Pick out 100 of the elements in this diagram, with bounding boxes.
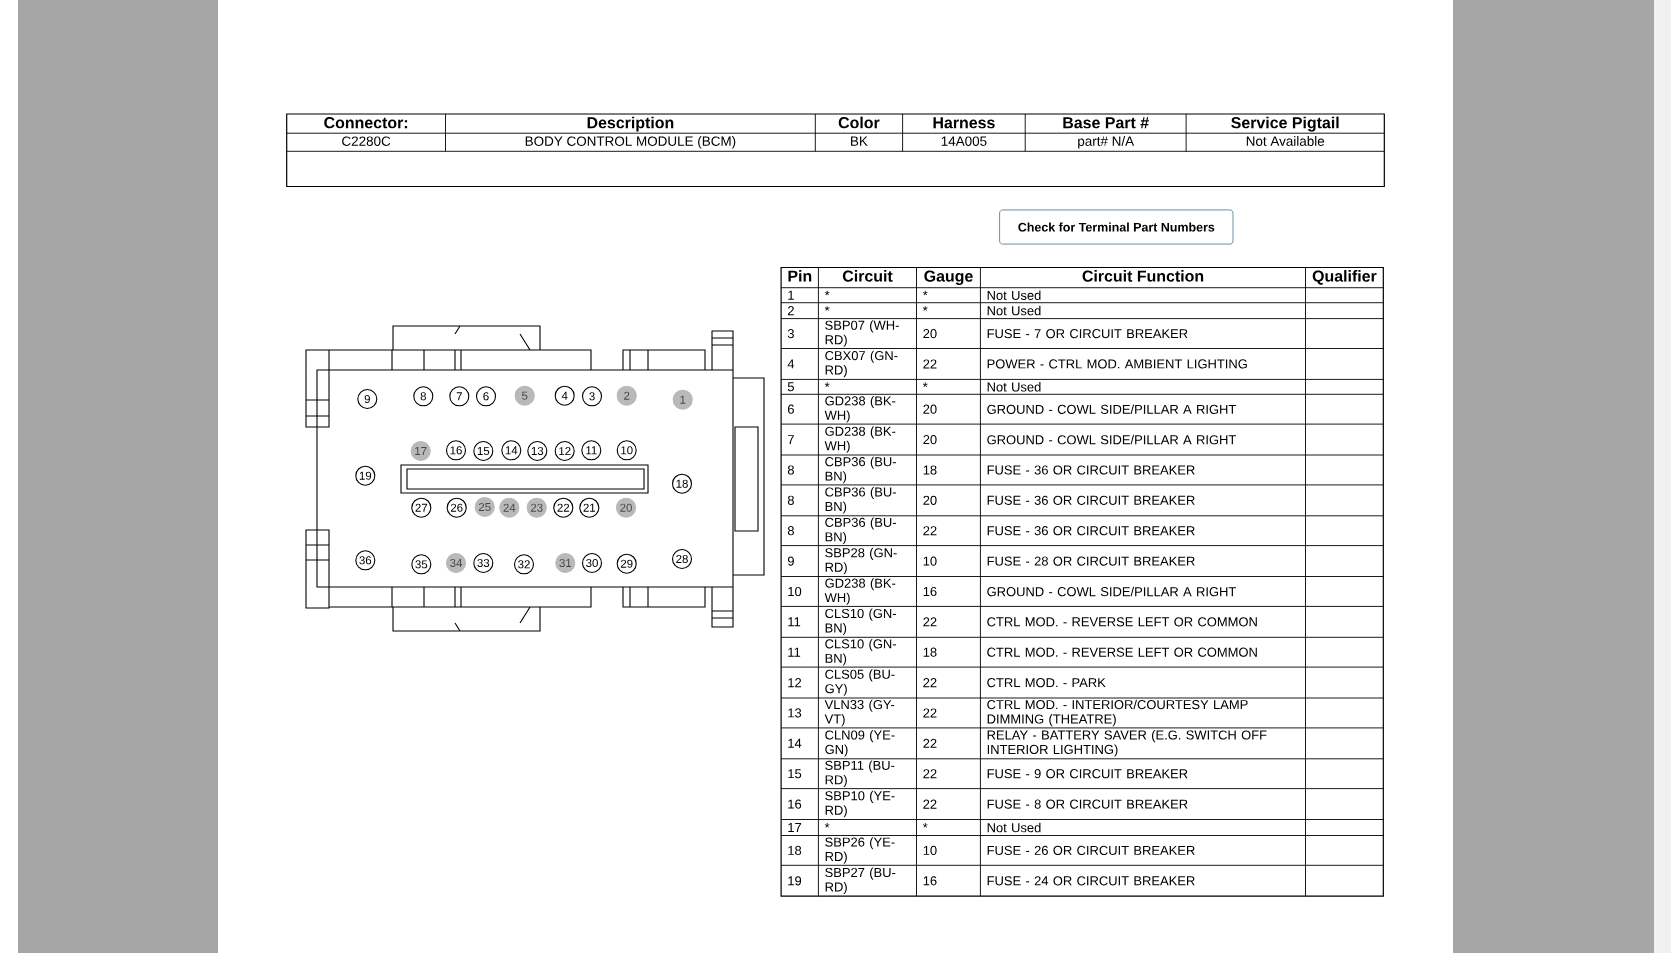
table-cell: FUSE - 36 OR CIRCUIT BREAKER — [987, 465, 1195, 475]
column-header: Circuit Function — [1082, 270, 1204, 282]
table-cell: * — [824, 306, 830, 311]
table-cell: 22 — [923, 738, 937, 748]
button: Check for Terminal Part Numbers — [999, 209, 1234, 245]
table-cell: 3 — [787, 329, 794, 339]
column-header: Service Pigtail — [1231, 116, 1339, 132]
table-cell: FUSE - 9 OR CIRCUIT BREAKER — [987, 769, 1188, 779]
table-cell: BODY CONTROL MODULE (BCM) — [525, 136, 736, 149]
table-cell: * — [922, 290, 928, 296]
table-cell: FUSE - 8 OR CIRCUIT BREAKER — [987, 799, 1188, 809]
table-cell: 10 — [923, 845, 937, 855]
column-header: Color — [838, 116, 880, 129]
table-cell: * — [824, 382, 830, 387]
table-cell: 9 — [787, 556, 794, 566]
table-cell: 13 — [788, 708, 802, 718]
table-cell: SBP26 (YE-RD) — [825, 837, 895, 864]
table-cell: CTRL MOD. - PARK — [987, 678, 1106, 688]
table-cell: 8 — [787, 495, 794, 505]
table-cell: Not Used — [987, 822, 1041, 833]
table-cell: FUSE - 28 OR CIRCUIT BREAKER — [987, 556, 1195, 566]
table-cell: part# N/A — [1078, 136, 1135, 149]
table-cell: GROUND - COWL SIDE/PILLAR A RIGHT — [987, 434, 1236, 445]
table-cell: 20 — [923, 495, 937, 505]
table-cell: 20 — [923, 404, 937, 414]
table-cell: 18 — [788, 845, 802, 855]
table-cell: C2280C — [342, 136, 391, 146]
table-cell: 22 — [923, 708, 937, 718]
table-cell: 16 — [788, 799, 802, 809]
table-cell: GROUND - COWL SIDE/PILLAR A RIGHT — [987, 404, 1236, 414]
table-cell: FUSE - 36 OR CIRCUIT BREAKER — [987, 526, 1195, 536]
table-cell: 7 — [788, 435, 794, 445]
table-cell: * — [922, 382, 928, 387]
table-cell: * — [922, 823, 928, 828]
table-cell: 22 — [923, 769, 937, 779]
table-cell: GROUND - COWL SIDE/PILLAR A RIGHT — [987, 586, 1236, 597]
table-cell: 1 — [788, 290, 794, 300]
table-cell: 22 — [923, 678, 937, 688]
table-cell: 15 — [788, 769, 802, 779]
column-header: Connector: — [324, 117, 408, 129]
table-cell: * — [824, 823, 830, 828]
table-cell: 6 — [787, 404, 794, 414]
table-cell: CLN09 (YE-GN) — [825, 730, 895, 757]
table-cell: GD238 (BK-WH) — [824, 395, 896, 423]
column-header: Harness — [933, 117, 995, 129]
table-cell: 12 — [788, 678, 802, 688]
table-cell: RELAY - BATTERY SAVER (E.G. SWITCH OFF INTERIOR LIGHTING) — [987, 730, 1267, 757]
table-cell: FUSE - 36 OR CIRCUIT BREAKER — [987, 495, 1195, 505]
table-cell: 14A005 — [941, 136, 987, 146]
table-cell: BK — [851, 136, 868, 146]
table-cell: 20 — [923, 435, 937, 445]
table-cell: 22 — [923, 359, 937, 369]
table-cell: SBP10 (YE-RD) — [825, 790, 895, 818]
table-cell: CBP36 (BU-BN) — [825, 487, 896, 514]
table-cell: 10 — [923, 556, 937, 566]
table-cell: 22 — [923, 799, 937, 809]
column-header: Description — [587, 116, 674, 132]
table-cell: 17 — [788, 823, 802, 832]
table-cell: 20 — [923, 329, 937, 339]
table-cell: SBP07 (WH-RD) — [825, 320, 899, 347]
table-cell: 22 — [923, 526, 937, 536]
table-cell: CBP36 (BU-BN) — [825, 456, 896, 484]
table-cell: SBP11 (BU-RD) — [825, 760, 895, 787]
table-cell: FUSE - 26 OR CIRCUIT BREAKER — [987, 845, 1195, 855]
table-cell: CLS10 (GN-BN) — [825, 608, 896, 636]
table-cell: 11 — [788, 617, 801, 627]
table-cell: SBP27 (BU-RD) — [825, 867, 896, 895]
table-cell: GD238 (BK-WH) — [824, 578, 896, 605]
table-cell: 14 — [788, 738, 802, 748]
column-header: Circuit — [842, 270, 893, 282]
table-cell: 4 — [787, 359, 795, 369]
table-cell: CBX07 (GN-RD) — [825, 350, 898, 378]
table-cell: 16 — [923, 876, 937, 886]
table-cell: 18 — [923, 465, 937, 475]
column-header: Gauge — [924, 270, 973, 285]
table-cell: POWER - CTRL MOD. AMBIENT LIGHTING — [987, 359, 1247, 369]
table-cell: 10 — [788, 586, 802, 597]
table-cell: CTRL MOD. - INTERIOR/COURTESY LAMP DIMMING (THEATRE) — [987, 699, 1248, 727]
column-header: Qualifier — [1312, 270, 1377, 285]
table-cell: CTRL MOD. - REVERSE LEFT OR COMMON — [987, 647, 1257, 657]
table-cell: CLS05 (BU-GY) — [825, 669, 895, 696]
table-cell: 19 — [788, 876, 802, 886]
table-cell: Not Used — [987, 382, 1041, 392]
table-cell: 11 — [788, 647, 801, 657]
column-header: Pin — [788, 270, 812, 282]
table-cell: GD238 (BK-WH) — [824, 426, 896, 453]
column-header: Base Part # — [1063, 117, 1149, 129]
table-cell: Not Used — [987, 305, 1041, 316]
table-cell: Not Used — [987, 290, 1041, 300]
table-cell: 2 — [787, 306, 794, 316]
table-cell: VLN33 (GY-VT) — [824, 699, 895, 727]
table-cell: CLS10 (GN-BN) — [825, 638, 896, 666]
table-cell: 16 — [923, 586, 937, 597]
table-cell: SBP28 (GN-RD) — [825, 547, 897, 575]
table-cell: CTRL MOD. - REVERSE LEFT OR COMMON — [987, 617, 1257, 627]
table-cell: * — [824, 290, 830, 296]
table-cell: 5 — [787, 382, 794, 392]
table-cell: CBP36 (BU-BN) — [825, 517, 896, 544]
table-cell: * — [922, 306, 928, 311]
table-cell: 18 — [923, 647, 937, 657]
